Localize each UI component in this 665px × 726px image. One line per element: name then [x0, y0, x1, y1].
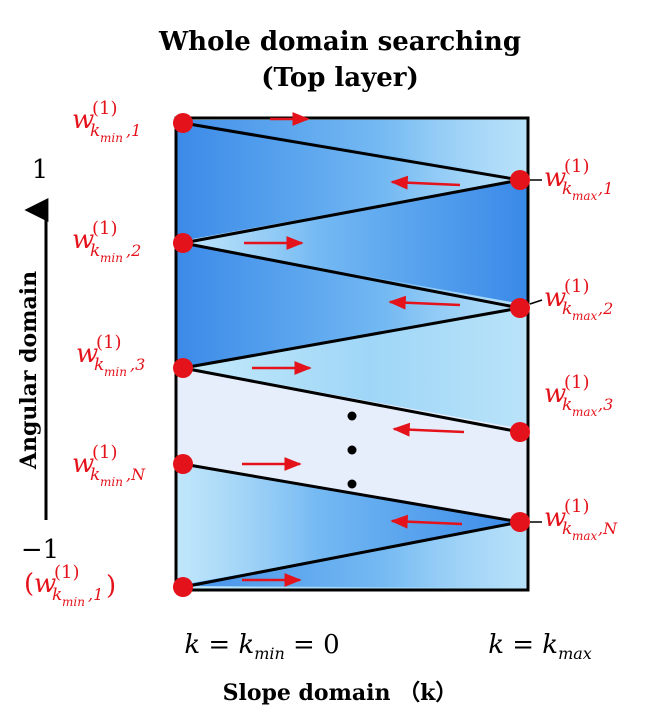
left-label-1-sup: (1) [92, 98, 118, 119]
left-label-2-w: w [72, 225, 94, 255]
title-line-1: Whole domain searching [158, 27, 521, 57]
left-label-2-index: ,2 [126, 241, 141, 260]
node-left-2 [173, 233, 193, 253]
y-axis-label: Angular domain [16, 271, 42, 470]
right-label-2-subsub: max [572, 309, 598, 323]
right-label-1-index: ,1 [598, 179, 613, 198]
left-label-1-index: ,1 [126, 121, 141, 140]
x-axis-label: Slope domain （k） [223, 680, 458, 706]
left-label-5-open-paren: ( [24, 569, 34, 599]
right-label-1-subsub: max [572, 189, 598, 203]
ellipsis-dot-3 [347, 479, 357, 489]
node-left-n [173, 454, 193, 474]
wedge-top [176, 120, 528, 242]
left-label-5-w: w [34, 569, 56, 599]
node-right-3 [510, 422, 530, 442]
left-label-4-index: ,N [126, 465, 146, 484]
ellipsis-dot-1 [347, 411, 357, 421]
title-line-2: (Top layer) [261, 63, 419, 93]
node-left-3 [173, 358, 193, 378]
node-right-2 [510, 298, 530, 318]
node-left-return [173, 577, 193, 597]
left-label-2-sup: (1) [92, 218, 118, 239]
arrow-left-2 [388, 295, 461, 310]
right-label-1-sub: k [562, 179, 572, 199]
arrow-left-n [390, 514, 463, 529]
left-label-4-w: w [72, 449, 94, 479]
right-label-4-w: w [544, 503, 566, 533]
left-label-3-index: ,3 [130, 355, 145, 374]
arrow-left-1 [390, 175, 461, 190]
left-label-5-index: ,1 [88, 585, 103, 604]
right-label-2-index: ,2 [598, 299, 613, 318]
wedge-3 [176, 242, 528, 368]
left-label-5-subsub: min [62, 595, 85, 609]
frame-border [174, 116, 530, 592]
x-left-formula-text: k = kmin = 0 [184, 630, 339, 663]
zigzag-upper [182, 121, 521, 434]
x-right-formula: k = kmax [488, 630, 592, 663]
right-label-4-sub: k [562, 519, 572, 539]
right-label-4-sup: (1) [564, 496, 590, 517]
right-label-1-w: w [544, 163, 566, 193]
tick-right-2 [529, 299, 543, 305]
x-left-formula: k = kmin = 0 [184, 630, 339, 663]
left-label-3-sub: k [94, 355, 104, 375]
right-label-4-index: ,N [598, 519, 618, 538]
left-label-4-sub: k [90, 465, 100, 485]
node-right-n [510, 512, 530, 532]
right-label-3-sup: (1) [564, 372, 590, 393]
left-label-5-close-paren: ) [106, 571, 116, 601]
arrow-left-3 [392, 422, 465, 437]
x-right-formula-text: k = kmax [488, 630, 592, 663]
gap-region [176, 366, 528, 522]
node-right-1 [510, 170, 530, 190]
right-label-2-sup: (1) [564, 276, 590, 297]
right-label-3-subsub: max [572, 405, 598, 419]
left-label-4-sup: (1) [92, 442, 118, 463]
left-label-3-w: w [76, 339, 98, 369]
left-label-2-sub: k [90, 241, 100, 261]
right-label-1-sup: (1) [564, 156, 590, 177]
right-label-3-index: ,3 [598, 395, 613, 414]
left-label-1-subsub: min [100, 131, 123, 145]
right-label-3-sub: k [562, 395, 572, 415]
left-label-2-subsub: min [100, 251, 123, 265]
right-label-4-subsub: max [572, 529, 598, 543]
node-left-1 [173, 113, 193, 133]
right-label-3-w: w [544, 379, 566, 409]
left-label-5-sub: k [52, 585, 62, 605]
ellipsis-dot-2 [347, 445, 357, 455]
left-label-1-sub: k [90, 121, 100, 141]
wedge-2 [176, 178, 528, 305]
left-label-3-subsub: min [104, 365, 127, 379]
right-label-2-w: w [544, 283, 566, 313]
left-label-3-sup: (1) [96, 332, 122, 353]
right-label-2-sub: k [562, 299, 572, 319]
left-label-1-w: w [72, 105, 94, 135]
y-axis-top-tick: 1 [32, 155, 49, 185]
wedge-n [176, 464, 528, 586]
left-label-5-sup: (1) [54, 562, 80, 583]
y-axis-bottom-tick: −1 [21, 535, 59, 565]
left-label-4-subsub: min [100, 475, 123, 489]
